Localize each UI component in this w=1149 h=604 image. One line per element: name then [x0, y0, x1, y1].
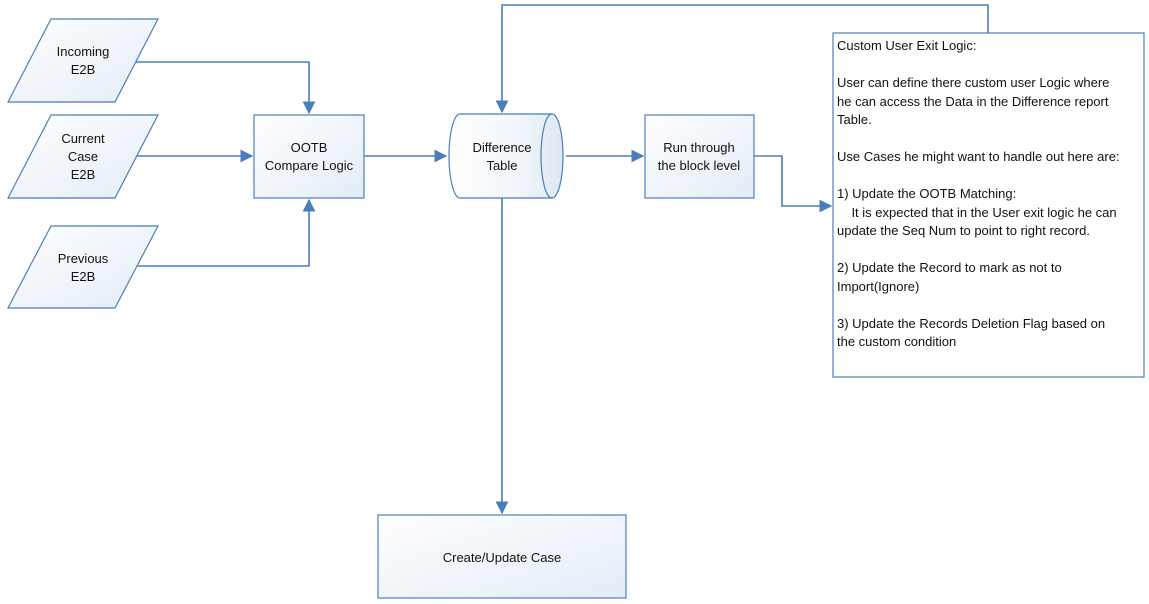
note-line: update the Seq Num to point to right rec…: [837, 223, 1090, 238]
note-line: Import(Ignore): [837, 278, 920, 294]
edge-incoming-to-ootb: [136, 61, 316, 115]
edge-previous-to-ootb: [136, 198, 316, 267]
node-run-line1: Run through: [663, 140, 735, 155]
node-previous-line2: E2B: [71, 269, 96, 284]
edge-run-to-note: [754, 155, 833, 213]
node-difference-line2: Table: [486, 158, 517, 173]
node-ootb-compare-logic: OOTB Compare Logic: [253, 114, 365, 199]
node-current-line1: Current: [61, 131, 105, 146]
node-incoming-e2b: Incoming E2B: [7, 18, 159, 103]
note-line: 1) Update the OOTB Matching:: [837, 186, 1017, 201]
node-incoming-line2: E2B: [71, 62, 96, 77]
node-current-line3: E2B: [71, 167, 96, 182]
note-line: Use Cases he might want to handle out he…: [837, 149, 1120, 164]
node-custom-user-exit-logic: [832, 32, 1145, 378]
node-current-case-e2b: Current Case E2B: [7, 114, 159, 199]
node-run-through-block-level: Run through the block level: [644, 114, 755, 199]
note-line: It is expected that in the User exit log…: [837, 204, 1117, 220]
note-line: the custom condition: [837, 334, 957, 349]
edge-note-to-difference: [495, 4, 989, 114]
note-line: User can define there custom user Logic …: [837, 75, 1110, 90]
node-incoming-line1: Incoming: [57, 44, 110, 59]
note-line: Custom User Exit Logic:: [837, 38, 977, 53]
node-create-label: Create/Update Case: [443, 550, 562, 565]
node-previous-e2b: Previous E2B: [7, 225, 159, 309]
note-line: 3) Update the Records Deletion Flag base…: [837, 315, 1106, 331]
note-line: he can access the Data in the Difference…: [837, 93, 1109, 109]
node-run-line2: the block level: [658, 158, 740, 173]
node-create-update-case: Create/Update Case: [377, 514, 627, 599]
node-difference-line1: Difference: [472, 140, 531, 155]
node-ootb-line2: Compare Logic: [265, 158, 354, 173]
node-current-line2: Case: [68, 149, 98, 164]
node-ootb-line1: OOTB: [291, 140, 328, 155]
node-difference-table: Difference Table: [448, 113, 564, 199]
note-line: Table.: [837, 112, 872, 127]
node-previous-line1: Previous: [58, 251, 109, 266]
note-line: 2) Update the Record to mark as not to: [837, 260, 1062, 275]
